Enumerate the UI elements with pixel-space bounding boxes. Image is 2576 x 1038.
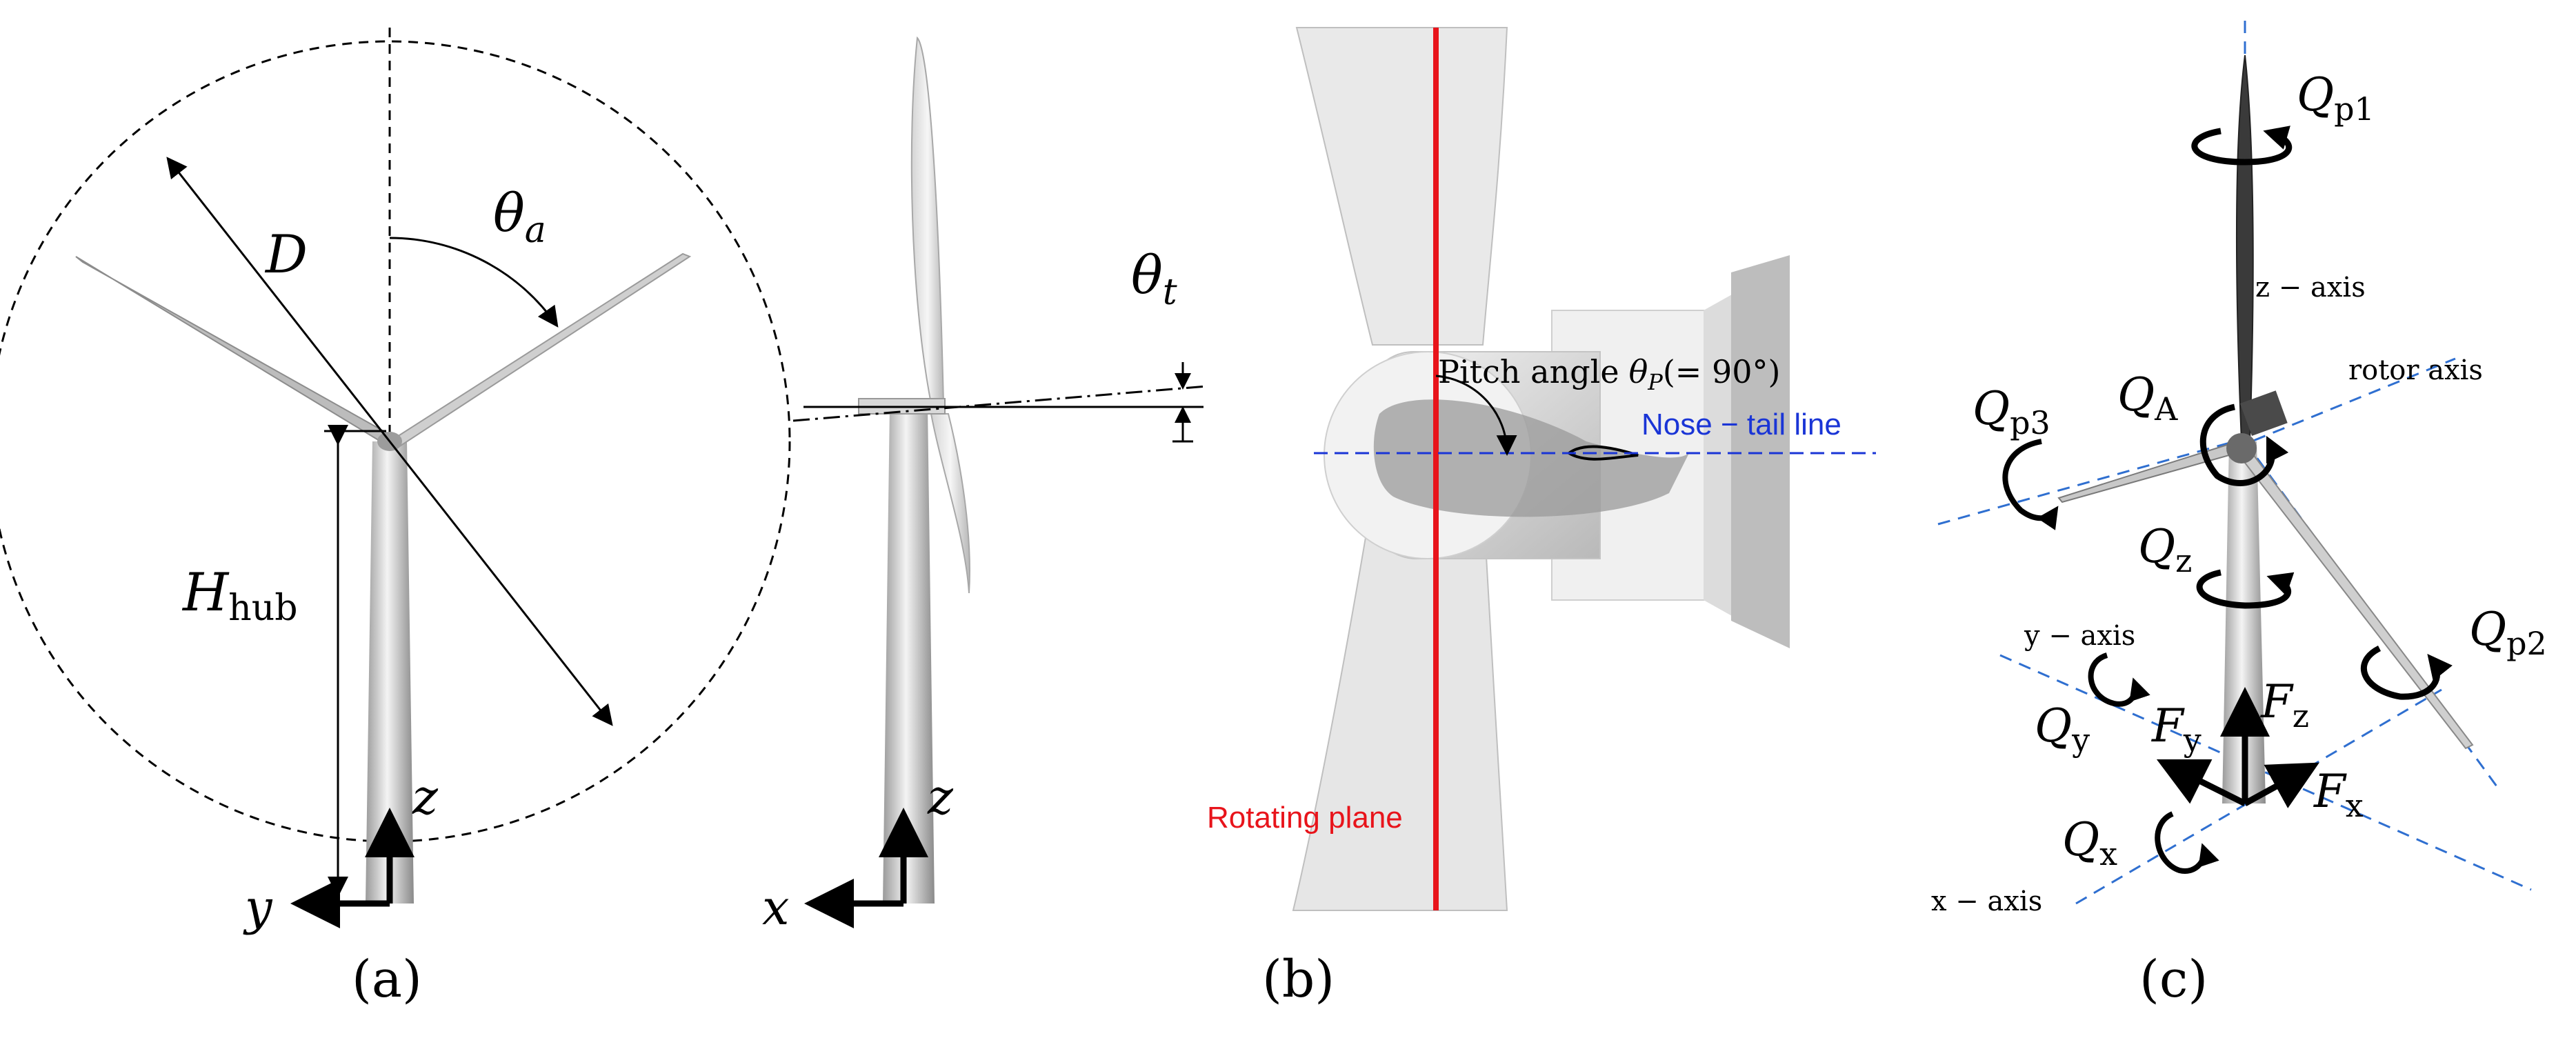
side-blade-upper bbox=[910, 36, 945, 404]
moment-arrow-qp3 bbox=[2002, 439, 2059, 530]
moment-arrow-qp1 bbox=[2191, 126, 2293, 166]
azimuth-angle-label: θa bbox=[493, 182, 546, 251]
airfoil-section bbox=[1566, 445, 1639, 461]
label-y-axis: y − axis bbox=[2024, 620, 2135, 652]
caption-b: (b) bbox=[1262, 950, 1335, 1009]
caption-c: (c) bbox=[2139, 950, 2208, 1009]
blade-upper-left bbox=[75, 256, 391, 446]
label-x-axis: x − axis bbox=[1931, 886, 2042, 917]
moment-arrow-qa bbox=[2199, 403, 2289, 486]
label-qp2: Qp2 bbox=[2469, 603, 2547, 662]
label-fx: Fx bbox=[2313, 765, 2364, 824]
blade-1 bbox=[2236, 54, 2254, 442]
moment-arrow-qz bbox=[2196, 569, 2295, 609]
hub-height-label: Hhub bbox=[181, 561, 298, 629]
moment-arrow-qy bbox=[2088, 652, 2150, 707]
nacelle-far bbox=[1731, 255, 1790, 648]
side-blade-lower bbox=[930, 413, 970, 594]
label-qa: QA bbox=[2117, 368, 2178, 428]
rotating-plane-label: Rotating plane bbox=[1207, 801, 1403, 835]
diameter-arrow bbox=[166, 157, 391, 442]
nacelle-c bbox=[2239, 390, 2288, 437]
tower bbox=[366, 441, 414, 904]
azimuth-arc bbox=[389, 237, 559, 328]
tilt-angle-label: θt bbox=[1131, 244, 1177, 313]
tilt-line bbox=[792, 385, 1208, 422]
panel-c: Qp1 Qp3 QA Qz Qp2 Qy Qx Fz Fy Fx z − axi… bbox=[1931, 21, 2547, 1009]
label-qp1: Qp1 bbox=[2297, 68, 2375, 128]
label-qx: Qx bbox=[2062, 813, 2117, 872]
label-rotor-axis: rotor axis bbox=[2348, 355, 2483, 386]
blade-root-lower bbox=[1292, 496, 1508, 911]
moment-arrow-qx bbox=[2155, 811, 2219, 874]
pitch-angle-arc bbox=[1435, 375, 1517, 456]
blade-root-upper bbox=[1295, 27, 1508, 346]
panel-side-view: θt z x bbox=[762, 36, 1208, 936]
x-label-side: x bbox=[762, 879, 789, 936]
label-fz: Fz bbox=[2260, 675, 2309, 735]
diameter-label: D bbox=[264, 223, 308, 285]
label-qp3: Qp3 bbox=[1973, 382, 2050, 441]
force-arrow-fx bbox=[2243, 762, 2319, 808]
rotor-circle bbox=[0, 40, 791, 843]
nose-tail-label: Nose − tail line bbox=[1641, 408, 1841, 441]
label-qy: Qy bbox=[2035, 699, 2090, 759]
panel-a: D θa Hhub z y (a) bbox=[0, 28, 791, 1009]
side-tower bbox=[883, 407, 935, 904]
blade3-axis-line bbox=[1937, 440, 2235, 526]
rotor-axis-line bbox=[2234, 357, 2456, 450]
hub-c bbox=[2226, 433, 2257, 463]
diameter-arrow-lower bbox=[388, 441, 613, 726]
z-label-side: z bbox=[927, 769, 954, 826]
label-qz: Qz bbox=[2138, 520, 2192, 579]
caption-a: (a) bbox=[352, 950, 422, 1009]
label-fy: Fy bbox=[2151, 699, 2201, 759]
label-z-axis: z − axis bbox=[2255, 272, 2366, 303]
z-label-a: z bbox=[412, 769, 439, 826]
blade-section-shadow bbox=[1373, 399, 1690, 517]
blade-upper-right bbox=[388, 252, 692, 450]
y-label-a: y bbox=[243, 879, 273, 936]
force-arrow-fy bbox=[2156, 759, 2247, 807]
moment-arrow-qp2 bbox=[2361, 645, 2453, 700]
